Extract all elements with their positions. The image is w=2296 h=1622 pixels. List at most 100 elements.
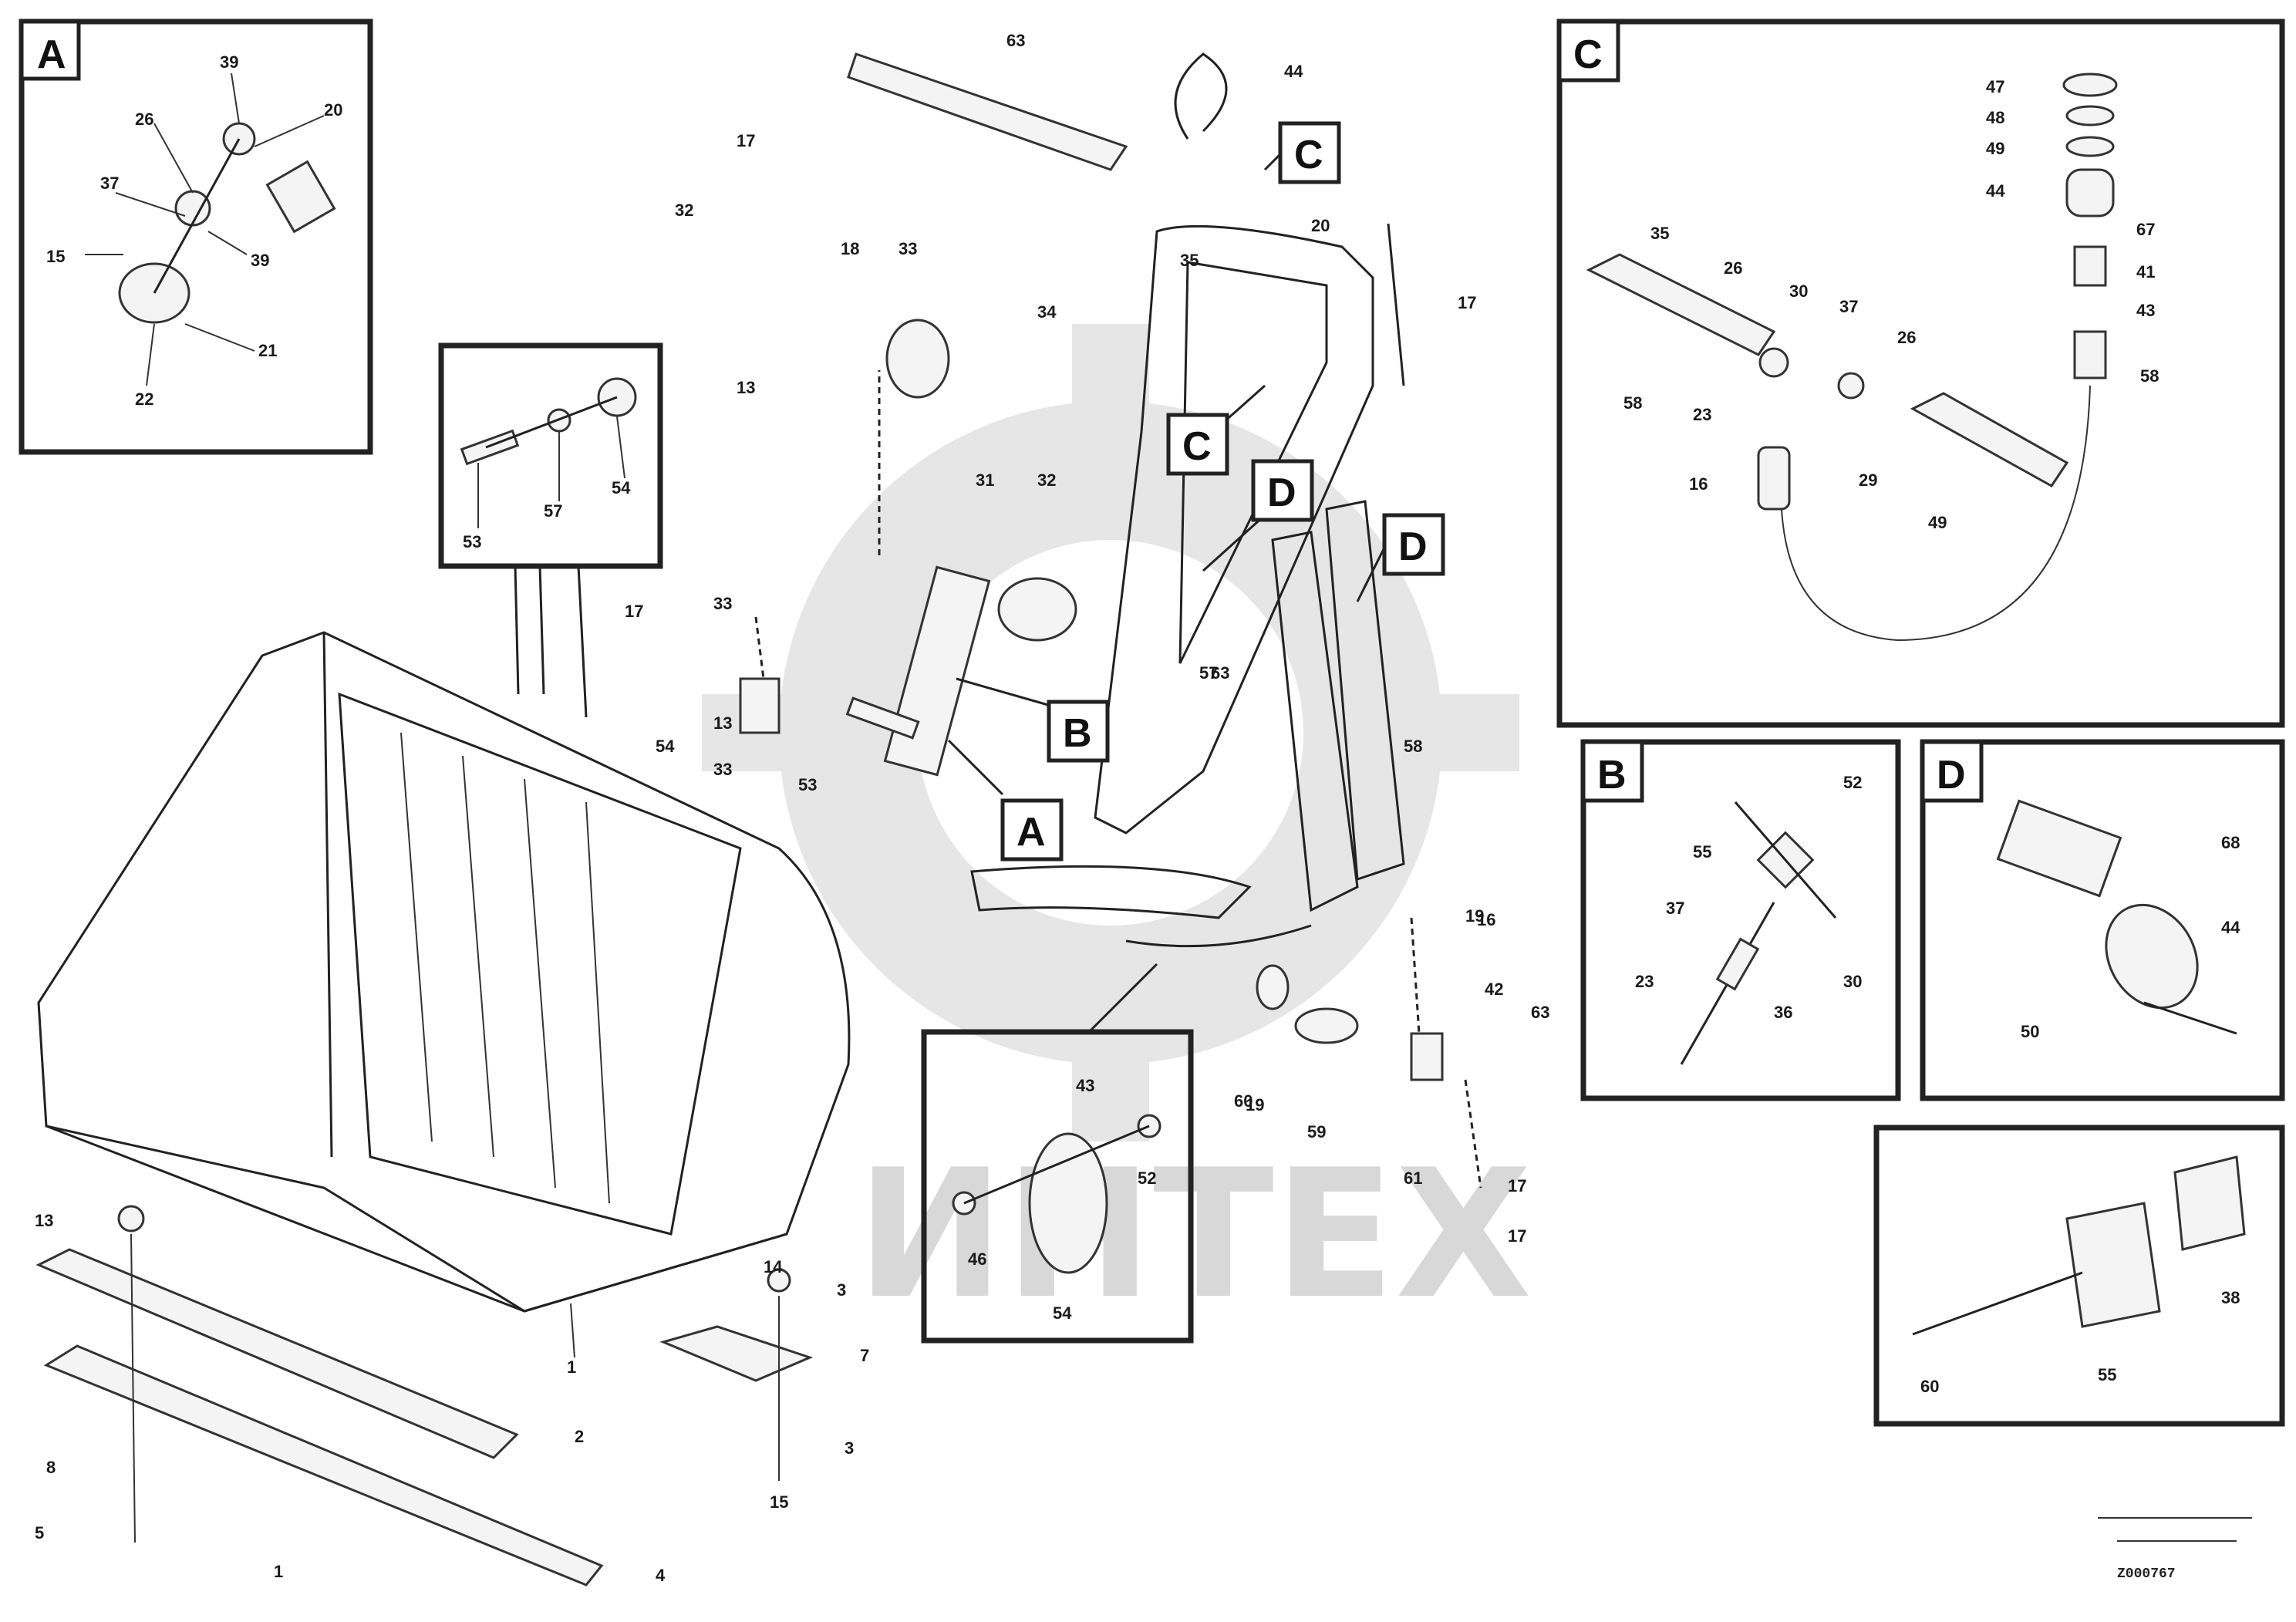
- callout: 16: [1477, 910, 1495, 929]
- callout: 49: [1928, 513, 1947, 532]
- callout: 60: [1920, 1377, 1939, 1396]
- inset-b: B 55 52 37 30 23 36: [1580, 739, 1901, 1101]
- inset-b-label: B: [1597, 753, 1627, 798]
- callout: 26: [1897, 328, 1916, 347]
- callout: 18: [841, 239, 859, 258]
- callout: 39: [220, 52, 238, 72]
- callout: 68: [2221, 833, 2240, 852]
- callout: 54: [656, 737, 675, 756]
- callout: 63: [1006, 31, 1025, 50]
- callout: 30: [1843, 972, 1862, 991]
- view-label-a: A: [1017, 810, 1046, 855]
- callout: 38: [2221, 1288, 2240, 1307]
- watermark-text: ИНТЕХ: [856, 1132, 1532, 1338]
- callout: 55: [2098, 1365, 2116, 1384]
- callout: 1: [274, 1562, 283, 1581]
- callout: 13: [737, 378, 755, 397]
- view-label-c: C: [1294, 133, 1323, 177]
- main-callouts: 63 44 17 32 18 33 13 35 34 20 17 31 32 5…: [35, 31, 1549, 1585]
- callout: 37: [1839, 297, 1858, 316]
- callout: 19: [1246, 1095, 1264, 1114]
- inset-a-label: A: [37, 32, 66, 77]
- callout: 1: [567, 1357, 576, 1377]
- callout: 67: [2136, 220, 2155, 239]
- loader-frame: [739, 52, 1482, 1189]
- bucket: [37, 631, 851, 1358]
- inset-lower-right: 38 55 60: [1873, 1125, 2285, 1427]
- callout: 37: [1666, 899, 1684, 918]
- callout: 44: [1284, 62, 1303, 81]
- callout: 37: [100, 174, 119, 193]
- callout: 15: [46, 247, 65, 266]
- callout: 32: [1037, 470, 1056, 490]
- callout: 52: [1843, 773, 1862, 792]
- callout: 63: [1531, 1003, 1549, 1022]
- callout: 17: [737, 131, 755, 150]
- callout: 15: [770, 1492, 788, 1512]
- callout: 13: [35, 1211, 53, 1230]
- callout: 14: [764, 1257, 783, 1276]
- callout: 3: [845, 1438, 854, 1458]
- callout: 2: [575, 1427, 584, 1446]
- callout: 52: [1138, 1168, 1156, 1188]
- inset-d: D 68 44 50: [1920, 739, 2285, 1101]
- callout: 17: [1508, 1226, 1526, 1246]
- callout: 22: [135, 389, 153, 409]
- callout: 41: [2136, 262, 2155, 282]
- callout: 32: [675, 201, 693, 220]
- callout: 61: [1404, 1168, 1422, 1188]
- callout: 53: [463, 532, 481, 551]
- drawing-code: Z000767: [2117, 1566, 2176, 1582]
- inset-d-label: D: [1937, 753, 1966, 798]
- callout: 17: [1458, 293, 1476, 312]
- callout: 5: [35, 1523, 44, 1543]
- callout: 39: [251, 251, 269, 270]
- view-labels-main: C C D D B A: [1000, 121, 1445, 862]
- callout: 60: [1234, 1091, 1253, 1111]
- callout: 16: [1689, 474, 1708, 494]
- callout: 48: [1986, 108, 2004, 127]
- callout: 30: [1789, 282, 1808, 301]
- callout: 35: [1650, 224, 1669, 243]
- callout: 35: [1180, 251, 1199, 270]
- callout: 50: [2021, 1022, 2039, 1041]
- callout: 8: [46, 1458, 56, 1477]
- callout: 19: [1465, 906, 1484, 926]
- callout: 53: [798, 775, 817, 794]
- callout: 13: [713, 713, 732, 733]
- callout: 3: [837, 1280, 846, 1300]
- view-label-d: D: [1398, 524, 1428, 569]
- callout: 54: [612, 478, 631, 497]
- callout: 4: [656, 1566, 666, 1585]
- callout: 44: [1986, 181, 2005, 201]
- callout: 33: [713, 594, 732, 613]
- callout: 43: [1076, 1076, 1094, 1095]
- inset-c-label: C: [1573, 32, 1603, 77]
- callout: 21: [258, 341, 277, 360]
- callout: 23: [1693, 405, 1711, 424]
- view-label-c: C: [1182, 424, 1212, 469]
- callout: 54: [1053, 1303, 1072, 1323]
- inset-c: C 47 48 49 44 67 41 43 58 35 26 30 37 26…: [1556, 19, 2285, 728]
- callout: 58: [1404, 737, 1422, 756]
- drawing-code-block: Z000767: [2098, 1517, 2252, 1582]
- callout: 20: [1311, 216, 1330, 235]
- callout: 63: [1211, 663, 1229, 683]
- callout: 33: [899, 239, 917, 258]
- callout: 31: [976, 470, 994, 490]
- callout: 7: [860, 1346, 869, 1365]
- callout: 47: [1986, 77, 2004, 96]
- view-label-b: B: [1063, 711, 1092, 756]
- callout: 42: [1485, 980, 1503, 999]
- callout: 49: [1986, 139, 2004, 158]
- callout: 59: [1307, 1122, 1326, 1141]
- callout: 58: [2140, 366, 2159, 386]
- callout: 57: [544, 501, 562, 521]
- callout: 44: [2221, 918, 2240, 937]
- callout: 26: [1724, 258, 1742, 278]
- callout: 17: [625, 602, 643, 621]
- view-label-d: D: [1267, 470, 1296, 515]
- callout: 46: [968, 1249, 986, 1269]
- callout: 26: [135, 110, 153, 129]
